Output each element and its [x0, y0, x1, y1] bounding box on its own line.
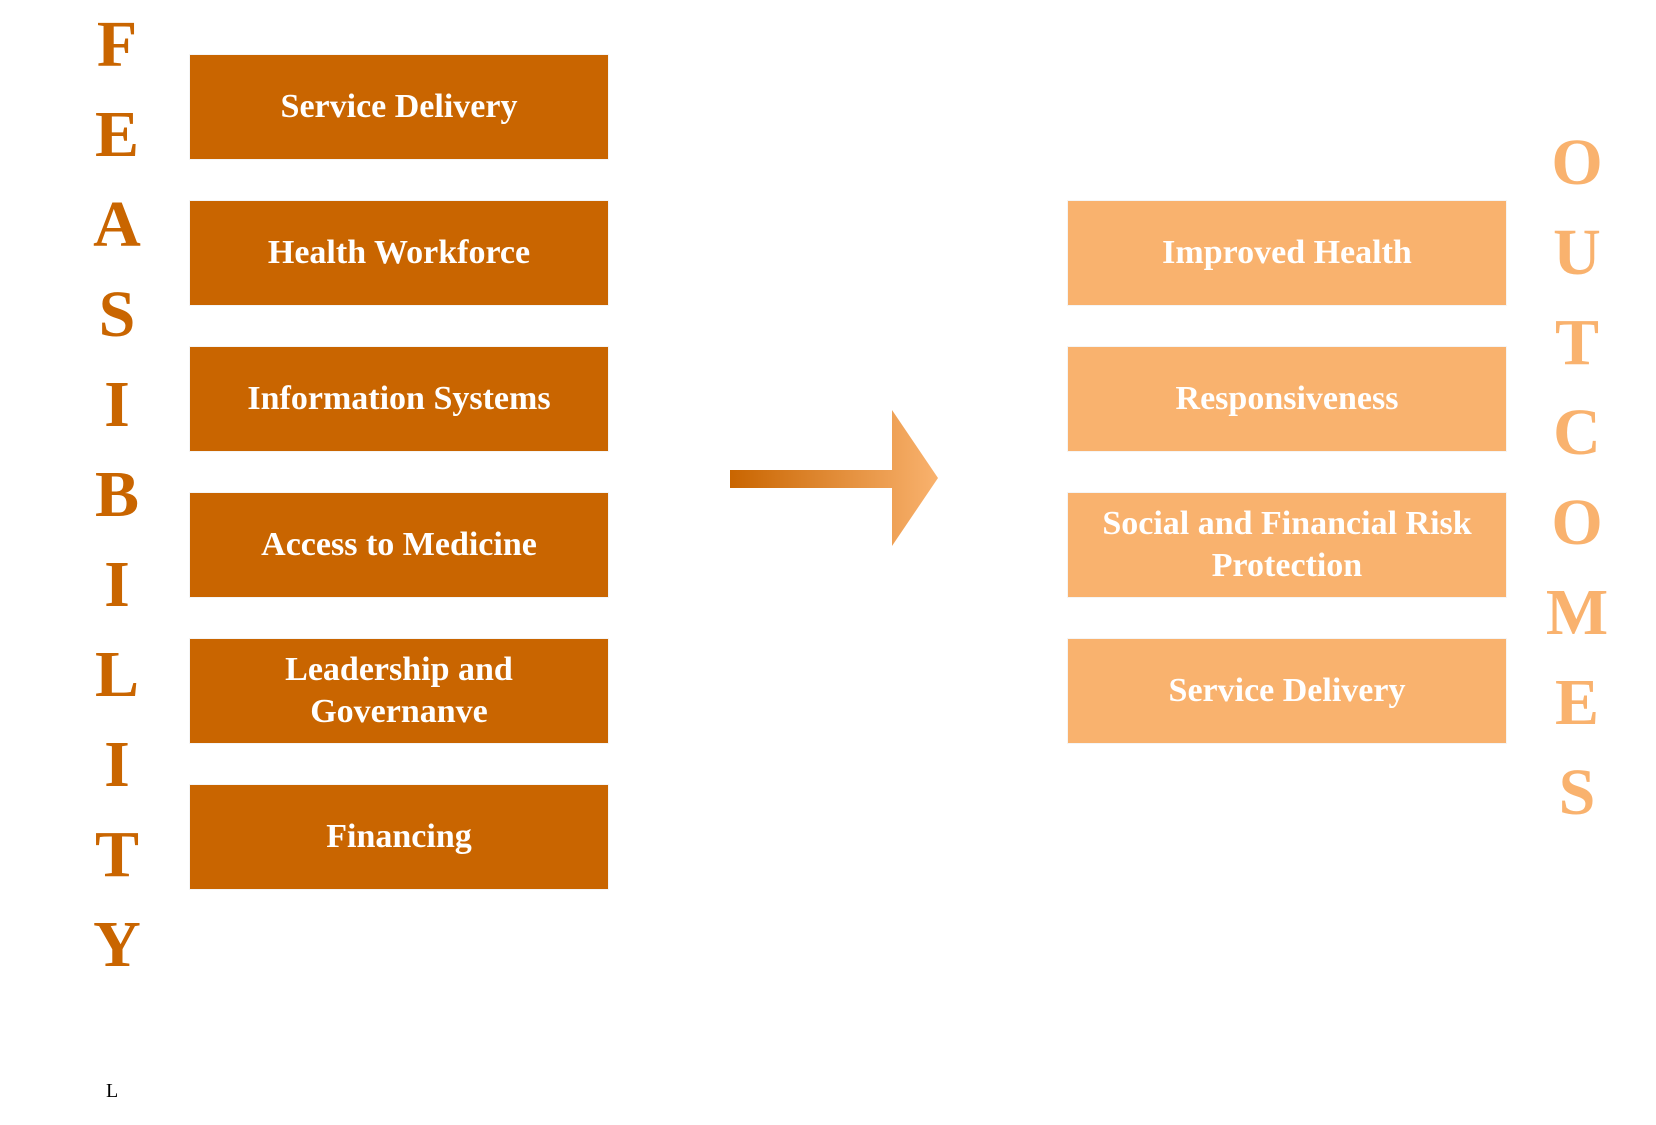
outcomes-letter: T — [1554, 306, 1600, 379]
feasibility-letter: E — [94, 98, 140, 171]
right-arrow-icon — [730, 410, 938, 546]
outcome-box-responsiveness: Responsiveness — [1068, 347, 1506, 451]
feasibility-letter: L — [94, 638, 140, 711]
outcomes-letter: O — [1551, 486, 1603, 559]
outcomes-letter: U — [1553, 216, 1601, 289]
feasibility-letter: I — [104, 728, 130, 801]
outcomes-letter: C — [1553, 396, 1601, 469]
feasibility-letter: A — [93, 188, 141, 261]
outcomes-letter: M — [1545, 576, 1609, 649]
feasibility-box-leadership-governance: Leadership and Governanve — [190, 639, 608, 743]
feasibility-letter: F — [96, 8, 138, 81]
outcomes-letter: E — [1554, 666, 1600, 739]
feasibility-box-information-systems: Information Systems — [190, 347, 608, 451]
footnote-text: L — [106, 1080, 119, 1102]
feasibility-letter: B — [94, 458, 140, 531]
feasibility-letter: I — [104, 548, 130, 621]
feasibility-box-financing: Financing — [190, 785, 608, 889]
feasibility-letter: S — [98, 278, 136, 351]
feasibility-letter: T — [94, 818, 140, 891]
feasibility-box-health-workforce: Health Workforce — [190, 201, 608, 305]
feasibility-letter: I — [104, 368, 130, 441]
outcome-box-service-delivery: Service Delivery — [1068, 639, 1506, 743]
feasibility-letter: Y — [93, 908, 141, 981]
outcome-box-risk-protection: Social and Financial Risk Protection — [1068, 493, 1506, 597]
feasibility-box-service-delivery: Service Delivery — [190, 55, 608, 159]
outcomes-letter: S — [1558, 756, 1596, 829]
outcome-box-improved-health: Improved Health — [1068, 201, 1506, 305]
outcomes-letter: O — [1551, 126, 1603, 199]
feasibility-box-access-to-medicine: Access to Medicine — [190, 493, 608, 597]
